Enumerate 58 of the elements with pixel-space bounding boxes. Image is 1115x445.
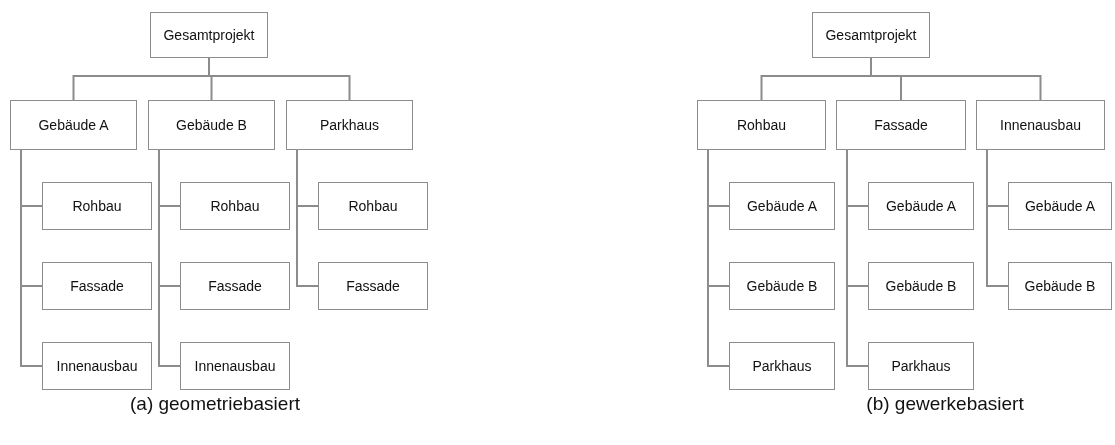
node-box [148, 100, 275, 150]
node-label: Gebäude A [1024, 198, 1096, 214]
node-label: Fassade [70, 278, 124, 294]
node-label: Gebäude B [885, 278, 957, 294]
node-box [180, 262, 290, 310]
node-label: Rohbau [348, 198, 398, 214]
node-box [42, 182, 152, 230]
node-box [318, 182, 428, 230]
node-box [42, 342, 152, 390]
node-label: Rohbau [736, 117, 786, 133]
caption: (b) gewerkebasiert [866, 393, 1024, 415]
node-box [729, 182, 835, 230]
node-box [42, 262, 152, 310]
node-box [1008, 182, 1112, 230]
node-box [180, 342, 290, 390]
node-box [180, 182, 290, 230]
node-box [697, 100, 826, 150]
connector-line [158, 149, 181, 367]
node-label: Parkhaus [752, 358, 812, 374]
node-box [812, 12, 930, 58]
node-box [868, 182, 974, 230]
connector-line [20, 149, 43, 367]
node-label: Gebäude B [1024, 278, 1096, 294]
node-label: Gebäude A [38, 117, 109, 133]
caption: (a) geometriebasiert [130, 393, 300, 415]
node-label: Fassade [208, 278, 262, 294]
connector-line [707, 149, 730, 367]
node-box [286, 100, 413, 150]
node-label: Gebäude A [885, 198, 957, 214]
node-label: Gebäude B [746, 278, 818, 294]
node-label: Innenausbau [194, 358, 276, 374]
node-label: Gesamtprojekt [825, 27, 917, 43]
node-box [318, 262, 428, 310]
connector-line [846, 149, 869, 367]
node-label: Gebäude B [176, 117, 247, 133]
node-box [836, 100, 966, 150]
node-box [729, 262, 835, 310]
node-label: Parkhaus [319, 117, 380, 133]
connector-line [296, 149, 319, 287]
node-label: Rohbau [72, 198, 122, 214]
node-box [868, 342, 974, 390]
node-box [10, 100, 137, 150]
node-box [1008, 262, 1112, 310]
node-box [976, 100, 1105, 150]
connector-line [870, 57, 1042, 101]
node-label: Innenausbau [56, 358, 138, 374]
node-label: Gebäude A [746, 198, 818, 214]
node-box [729, 342, 835, 390]
node-label: Fassade [346, 278, 400, 294]
node-label: Fassade [874, 117, 928, 133]
node-label: Parkhaus [891, 358, 951, 374]
node-label: Rohbau [210, 198, 260, 214]
node-box [150, 12, 268, 58]
connector-line [208, 57, 351, 101]
node-label: Innenausbau [1000, 117, 1081, 133]
node-box [868, 262, 974, 310]
connector-line [986, 149, 1009, 287]
node-label: Gesamtprojekt [163, 27, 255, 43]
